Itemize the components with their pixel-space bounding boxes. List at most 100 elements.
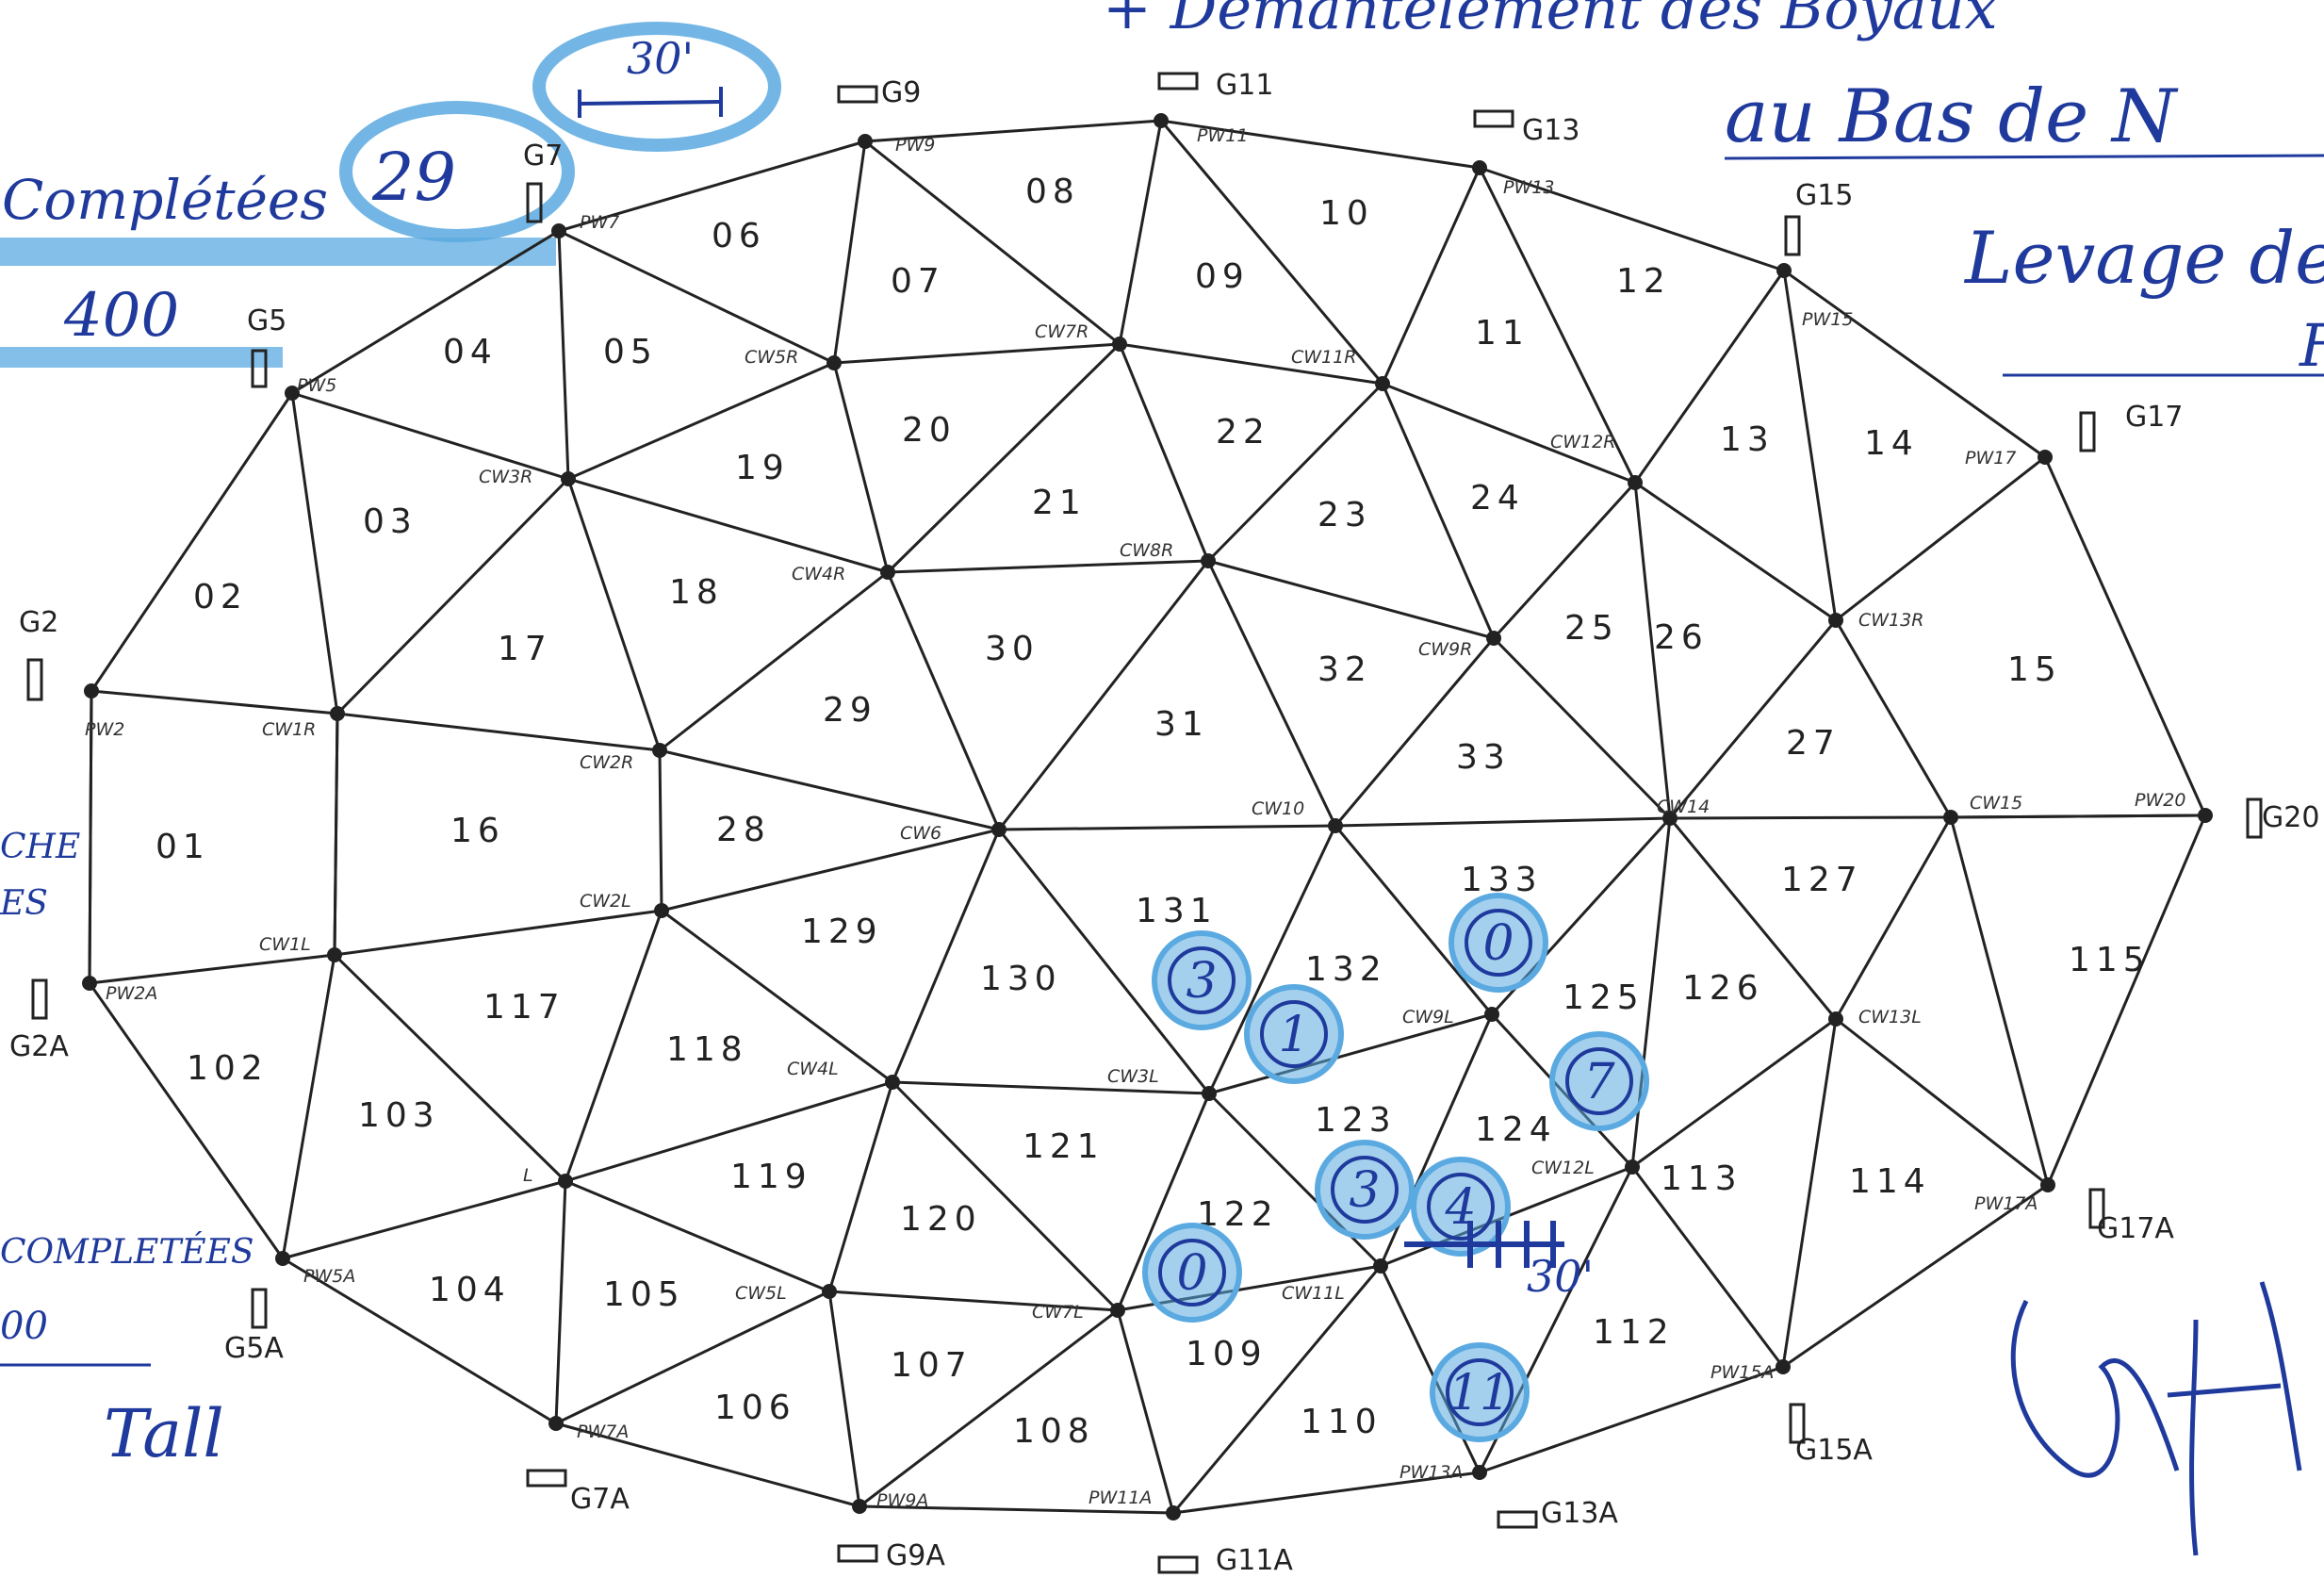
node-point <box>1625 1159 1640 1175</box>
mesh-edge <box>864 140 1121 346</box>
gate-marker <box>26 658 43 701</box>
mesh-edge <box>998 824 1336 831</box>
triangle-label: 30 <box>985 630 1039 668</box>
mesh-edge <box>828 1290 1119 1312</box>
node-label: CW15 <box>1970 793 2022 814</box>
circled-mark-value: 3 <box>1349 1162 1380 1219</box>
node-label: PW13 <box>1503 177 1554 198</box>
mesh-edge <box>1782 270 1838 621</box>
gate-label: G5 <box>247 304 286 337</box>
mesh-edge <box>1207 559 1495 640</box>
note-fragment-2: ES <box>0 884 48 923</box>
mesh-edge <box>2043 456 2207 816</box>
node-point <box>327 947 342 962</box>
triangle-label: 103 <box>358 1096 440 1135</box>
mesh-edge <box>90 392 294 692</box>
mesh-edge <box>333 713 339 956</box>
gate-label: G7 <box>523 140 563 173</box>
triangle-label: 16 <box>450 812 505 850</box>
mesh-edge <box>1492 481 1637 640</box>
triangle-label: 33 <box>1456 738 1511 777</box>
circled-mark-value: 0 <box>1482 915 1514 972</box>
mesh-edge <box>566 478 662 751</box>
triangle-label: 20 <box>902 411 957 450</box>
node-point <box>822 1284 837 1299</box>
gate-label: G5A <box>224 1332 284 1365</box>
triangle-label: 13 <box>1720 420 1775 459</box>
node-label: PW2A <box>106 983 157 1004</box>
mesh-edge <box>333 953 567 1183</box>
node-label: PW17A <box>1974 1193 2038 1214</box>
mesh-edge <box>1118 343 1210 562</box>
node-point <box>275 1251 290 1266</box>
triangle-label: 121 <box>1023 1127 1105 1166</box>
mesh-edge <box>832 140 867 364</box>
node-label: PW7 <box>580 212 619 233</box>
mesh-edge <box>565 1080 893 1183</box>
triangle-label: 27 <box>1786 724 1841 763</box>
node-point <box>1202 1086 1217 1101</box>
node-label: CW5R <box>745 347 798 368</box>
mesh-edge <box>661 828 1000 912</box>
triangle-label: 15 <box>2007 650 2062 689</box>
circled-mark-value: 1 <box>1278 1007 1309 1063</box>
node-label: PW15 <box>1802 309 1853 330</box>
mesh-edge <box>1334 637 1496 827</box>
signature-left: Tall <box>104 1395 224 1472</box>
gate-marker <box>2079 411 2096 452</box>
mesh-edge <box>557 230 570 480</box>
node-point <box>2040 1177 2055 1192</box>
mesh-edge <box>291 391 569 481</box>
triangle-label: 02 <box>193 578 248 616</box>
completed-label: Complétées <box>2 168 328 232</box>
triangle-label: 129 <box>801 912 883 951</box>
node-label: PW5 <box>297 375 336 396</box>
triangle-label: 130 <box>980 960 1062 998</box>
gate-marker <box>1497 1510 1538 1529</box>
mesh-edge <box>892 1080 1210 1095</box>
mesh-edge <box>1834 619 1953 818</box>
mesh-edge <box>833 342 1121 365</box>
mesh-edge <box>827 1290 861 1507</box>
mesh-edge <box>558 229 835 365</box>
triangle-label: 22 <box>1216 413 1270 452</box>
node-point <box>885 1075 900 1090</box>
triangle-label: 104 <box>429 1271 511 1309</box>
mesh-edge <box>1835 1017 2049 1187</box>
mesh-edge <box>1478 167 1637 484</box>
gate-marker <box>251 1288 268 1329</box>
mesh-edge <box>1668 619 1838 819</box>
subtitle-mark: F <box>2299 311 2324 380</box>
triangle-label: 07 <box>891 262 945 301</box>
mesh-edge <box>827 1081 894 1292</box>
mesh-edge <box>565 1179 830 1293</box>
node-label: CW10 <box>1252 798 1304 819</box>
triangle-label: 115 <box>2069 941 2151 979</box>
node-label: PW15A <box>1710 1362 1774 1383</box>
node-label: CW11L <box>1282 1283 1345 1304</box>
mesh-edge <box>864 119 1162 143</box>
node-label: CW9R <box>1418 639 1472 660</box>
node-label: PW9 <box>895 135 935 156</box>
total-count: 400 <box>63 281 179 351</box>
gate-label: G9 <box>881 76 921 109</box>
mesh-edge <box>1208 1012 1493 1095</box>
mesh-edge <box>1116 1093 1211 1311</box>
gate-marker <box>837 1544 878 1563</box>
mesh-edge <box>290 392 339 715</box>
gate-marker <box>251 349 268 388</box>
completed-bottom-label: COMPLETÉES <box>0 1232 254 1272</box>
node-label: CW2R <box>580 752 633 773</box>
triangle-label: 09 <box>1195 257 1250 296</box>
node-point <box>84 683 99 699</box>
mesh-edge <box>334 909 663 957</box>
gate-label: G17A <box>2097 1212 2174 1245</box>
node-label: CW11R <box>1291 347 1356 368</box>
ink-circle <box>1331 1156 1399 1224</box>
mesh-edge <box>1668 817 1838 1020</box>
node-point <box>852 1499 867 1514</box>
node-point <box>1776 1359 1791 1374</box>
mesh-edge <box>567 477 889 574</box>
mesh-edge <box>1781 1018 1838 1368</box>
